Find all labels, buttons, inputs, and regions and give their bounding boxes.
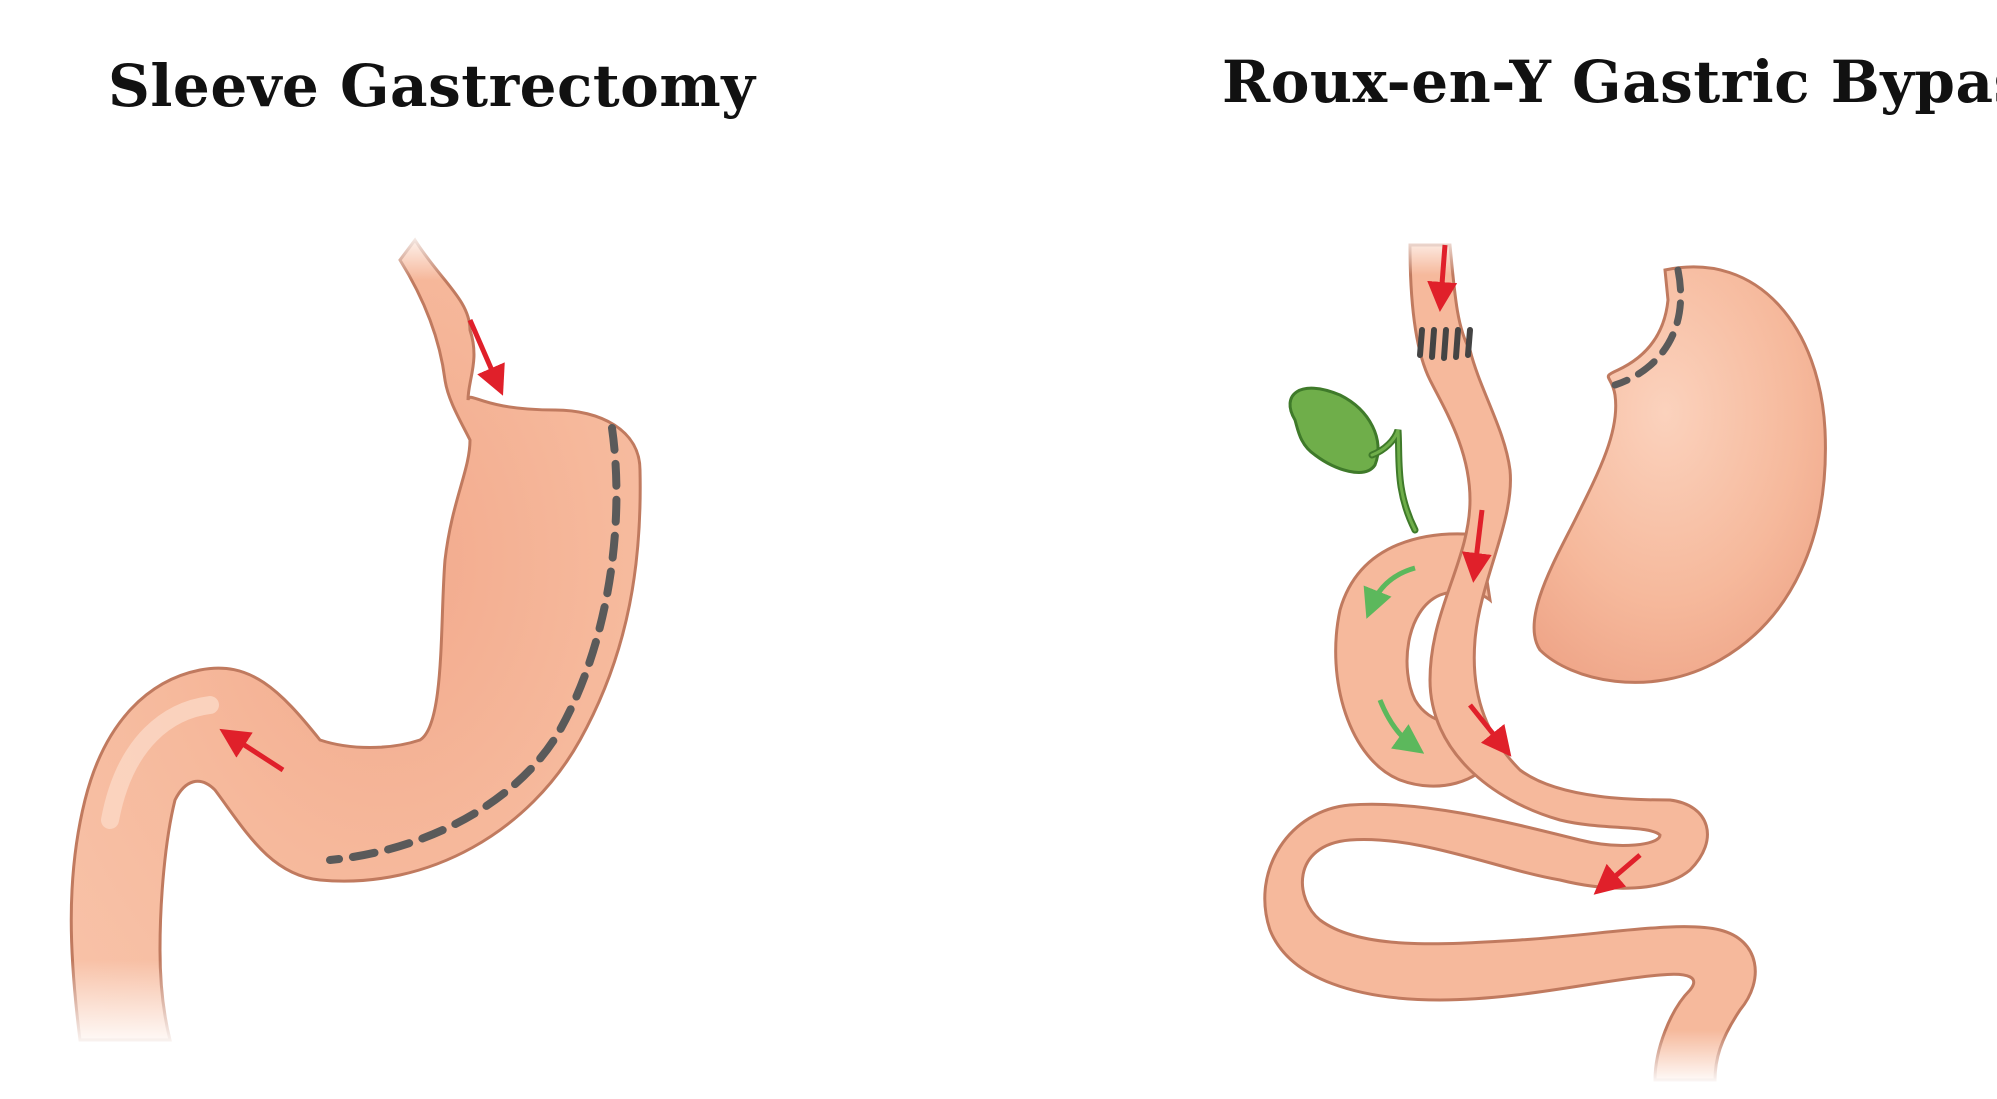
bypass-food-arrow-3 bbox=[1468, 703, 1512, 757]
bypass-food-arrow-1 bbox=[1427, 244, 1458, 312]
panel-title-sleeve-gastrectomy: Sleeve Gastrectomy bbox=[108, 52, 756, 120]
sleeve-food-arrow-in bbox=[467, 319, 505, 396]
sleeve-duodenum-fade bbox=[60, 960, 200, 1050]
roux-en-y-illustration bbox=[1263, 230, 1827, 1085]
sleeve-stomach-body bbox=[69, 237, 642, 1042]
bypass-jejunum-fade bbox=[1640, 1030, 1740, 1085]
sleeve-gastrectomy-illustration bbox=[60, 230, 642, 1050]
sleeve-duodenum-highlight bbox=[101, 696, 219, 829]
sleeve-food-arrow-out bbox=[219, 728, 285, 773]
bypass-remnant-stomach bbox=[1532, 265, 1827, 684]
bile-duct-inner bbox=[1370, 429, 1417, 532]
bypass-stomach-staple-line bbox=[1611, 266, 1685, 389]
bypass-food-arrow-2 bbox=[1461, 509, 1492, 583]
sleeve-esophagus-fade bbox=[390, 230, 500, 280]
bypass-bile-arrow-2 bbox=[1377, 699, 1425, 754]
bypass-esophagus-fade bbox=[1395, 230, 1475, 275]
bypass-food-arrow-4 bbox=[1593, 853, 1642, 895]
bypass-pouch-staples-icon bbox=[1417, 327, 1473, 361]
bypass-bile-arrow-1 bbox=[1363, 565, 1416, 619]
panel-title-roux-en-y-gastric-bypass: Roux-en-Y Gastric Bypass bbox=[1222, 48, 1997, 116]
gallbladder-icon bbox=[1288, 386, 1380, 474]
sleeve-staple-line bbox=[326, 424, 621, 864]
